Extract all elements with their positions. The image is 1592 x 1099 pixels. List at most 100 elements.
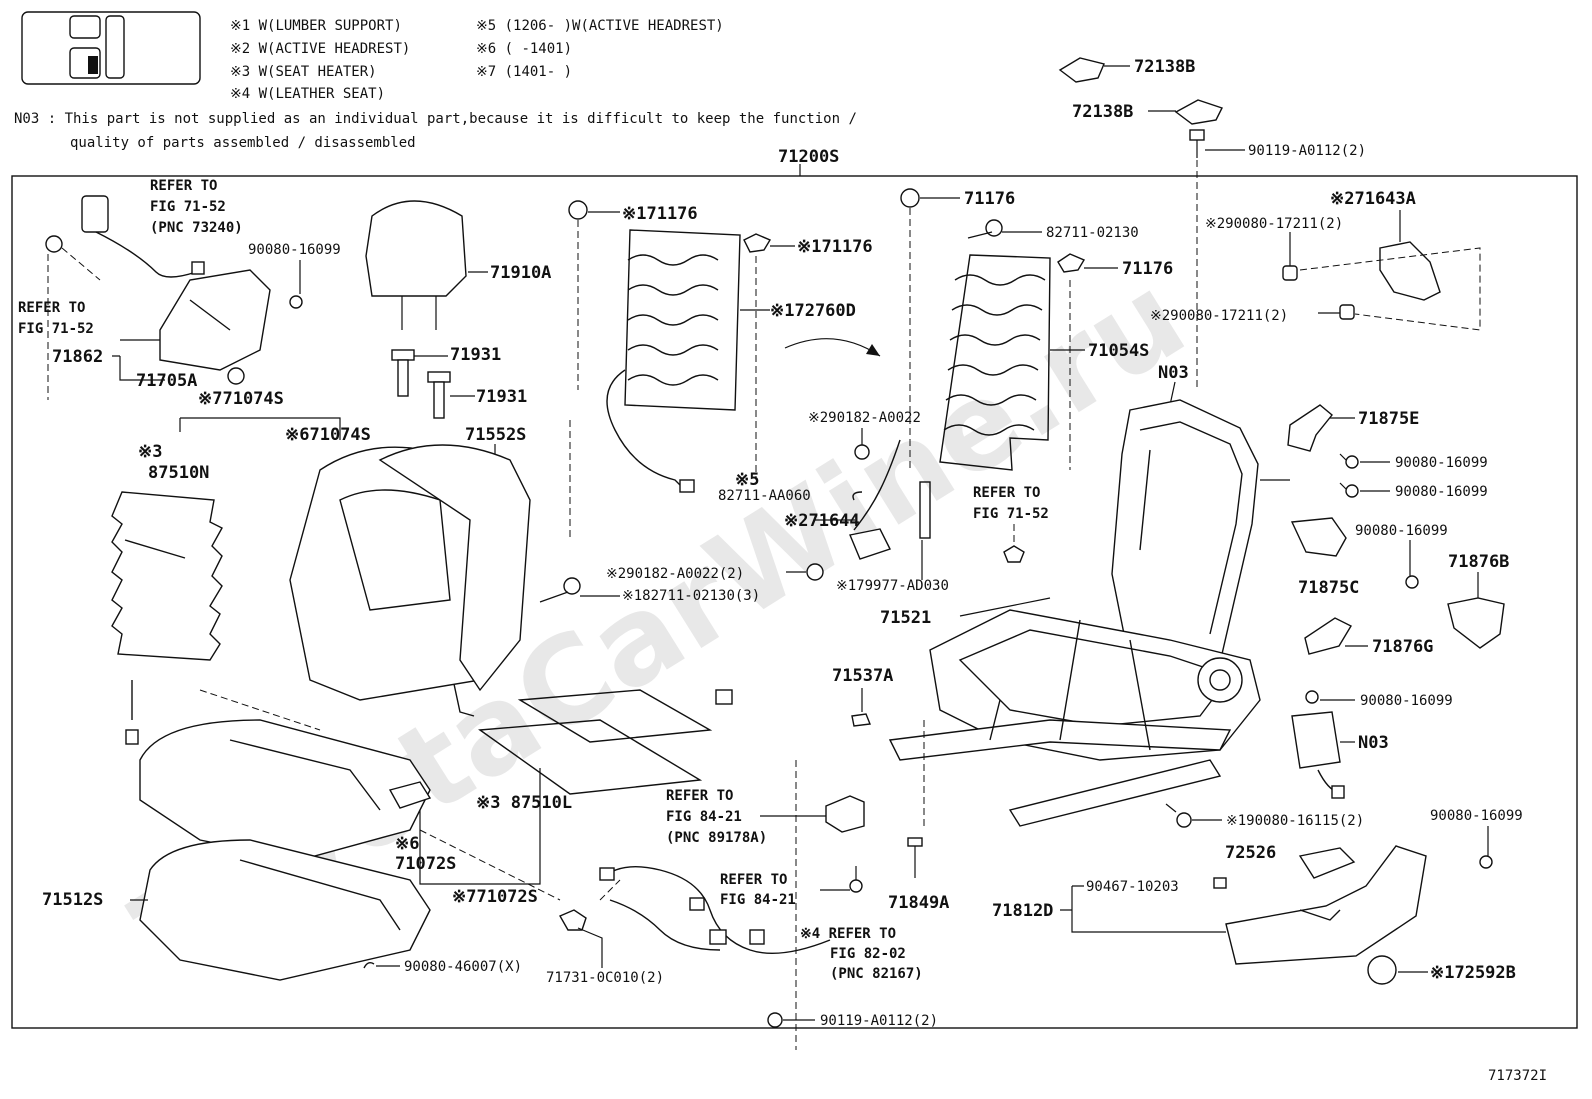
label-90080-16099-r4: 90080-16099 <box>1360 693 1453 709</box>
label-71876B: 71876B <box>1448 552 1509 572</box>
label-72592B: ※172592B <box>1430 963 1516 983</box>
ref-fig-71-52-top-1: REFER TO <box>150 178 217 194</box>
cover-71876B <box>1447 572 1505 649</box>
guide-71931-b <box>427 371 475 419</box>
nut-90182-A0022-a <box>854 428 870 460</box>
clip-72138B-a <box>1058 57 1130 83</box>
bolt-90080-16115 <box>1165 803 1222 828</box>
label-71072S-6: 71072S <box>395 854 456 874</box>
headrest-71910A <box>365 200 488 330</box>
label-82711-AA060: 82711-AA060 <box>718 488 811 504</box>
seat-cushion-cover-71072S <box>139 719 432 861</box>
label-71537A: 71537A <box>832 666 893 686</box>
label-90119-bot: 90119-A0112(2) <box>820 1013 938 1029</box>
cover-71876G <box>1304 617 1368 655</box>
ref-fig-71-52-left-2: FIG 71-52 <box>18 321 94 337</box>
note-6: ※6 ( -1401) <box>476 41 572 57</box>
clip-71731-0C010 <box>559 909 603 968</box>
label-71552S: 71552S <box>465 425 526 445</box>
label-90182-A0022-a: ※290182-A0022 <box>808 410 921 426</box>
note-4: ※4 W(LEATHER SEAT) <box>230 86 385 102</box>
label-71200S: 71200S <box>778 147 839 167</box>
heater-87510L <box>419 689 733 885</box>
label-71176-r1: 71176 <box>964 189 1015 209</box>
lumbar-support-72760D <box>606 229 770 493</box>
cover-71875E <box>1287 404 1355 452</box>
label-71644: ※271644 <box>784 511 860 531</box>
label-71931-a: 71931 <box>450 345 501 365</box>
label-90080-16099-r5: 90080-16099 <box>1430 808 1523 824</box>
label-90182-A0022-b: ※290182-A0022(2) <box>606 566 744 582</box>
label-72138B-a: 72138B <box>1134 57 1195 77</box>
diagram-frame <box>11 175 1578 1029</box>
label-71072S-7-note: ※771072S <box>452 887 538 907</box>
label-N03-top: N03 <box>1158 363 1189 383</box>
bolt-90119-bot <box>767 1012 815 1028</box>
ref-fig-71-52-mid-1: REFER TO <box>973 485 1040 501</box>
nut-90080-17211-b <box>1318 304 1355 320</box>
screw-90080-16099-l <box>289 260 303 309</box>
ref-fig-84-21-a-2: FIG 84-21 <box>666 809 742 825</box>
shield-71862 <box>159 269 271 371</box>
knob-72592B <box>1367 955 1428 985</box>
label-82711-02130: 82711-02130 <box>1046 225 1139 241</box>
label-71705A: 71705A <box>136 371 197 391</box>
screw-90080-16099-r3 <box>1405 540 1419 589</box>
label-71054S: 71054S <box>1088 341 1149 361</box>
n03-note-line1: N03 : This part is not supplied as an in… <box>14 111 857 127</box>
actuator-71644 <box>815 439 901 560</box>
bracket-71643A <box>1379 210 1441 301</box>
note-5: ※5 (1206- )W(ACTIVE HEADREST) <box>476 18 724 34</box>
clip-71176-m1 <box>568 200 620 220</box>
ref-fig-71-52-left-1: REFER TO <box>18 300 85 316</box>
seat-frame-N03 <box>888 399 1261 827</box>
clip-72138B-b <box>1148 99 1223 125</box>
label-90080-17211-a: ※290080-17211(2) <box>1205 216 1343 232</box>
shield-71812D <box>1225 845 1427 965</box>
label-71849A: 71849A <box>888 893 949 913</box>
clip-82711-02130-3 <box>539 577 620 603</box>
label-71731: 71731-0C010(2) <box>546 970 664 986</box>
cover-72526 <box>1298 847 1356 879</box>
label-79977: ※179977-AD030 <box>836 578 949 594</box>
ref-fig-84-21-a-3: (PNC 89178A) <box>666 830 767 846</box>
nut-90182-A0022-b <box>786 563 824 581</box>
clip-71176-m2 <box>743 233 795 253</box>
note-1: ※1 W(LUMBER SUPPORT) <box>230 18 402 34</box>
label-90080-16099-l: 90080-16099 <box>248 242 341 258</box>
cap-71705A <box>227 367 245 385</box>
screw-90080-16099-r1 <box>1339 453 1390 469</box>
label-90080-16115: ※190080-16115(2) <box>1226 813 1364 829</box>
label-71512S: 71512S <box>42 890 103 910</box>
heater-87510N <box>111 491 223 745</box>
ref-fig-71-52-top-3: (PNC 73240) <box>150 220 243 236</box>
nut-90080-17211-a <box>1282 232 1298 281</box>
direction-arrow-icon <box>784 338 881 357</box>
ref-fig-82-02-1: ※4 REFER TO <box>800 926 896 942</box>
label-71812D: 71812D <box>992 901 1053 921</box>
label-71074S-7: ※771074S <box>198 389 284 409</box>
label-N03-bot: N03 <box>1358 733 1389 753</box>
seat-location-key-icon <box>21 11 201 85</box>
clip-71176-r1 <box>900 188 960 208</box>
label-71931-b: 71931 <box>476 387 527 407</box>
label-90467-10203: 90467-10203 <box>1086 879 1179 895</box>
clip-84-21-b <box>820 866 863 893</box>
clip-71-52-left <box>45 235 101 281</box>
label-71910A: 71910A <box>490 263 551 283</box>
label-71643A: ※271643A <box>1330 189 1416 209</box>
label-71862: 71862 <box>52 347 103 367</box>
seatback-cover-71074S <box>289 444 531 717</box>
bolt-90119-top <box>1189 129 1245 390</box>
label-90119-top: 90119-A0112(2) <box>1248 143 1366 159</box>
ref-fig-71-52-top-2: FIG 71-52 <box>150 199 226 215</box>
label-71875E: 71875E <box>1358 409 1419 429</box>
bolt-71849A <box>907 837 923 878</box>
ref-fig-84-21-b-2: FIG 84-21 <box>720 892 796 908</box>
module-N03 <box>1291 711 1355 799</box>
seat-cushion-pad-71512S <box>139 839 431 981</box>
label-71176-m2: ※171176 <box>797 237 873 257</box>
screw-90080-16099-r2 <box>1339 482 1390 498</box>
note-7: ※7 (1401- ) <box>476 64 572 80</box>
